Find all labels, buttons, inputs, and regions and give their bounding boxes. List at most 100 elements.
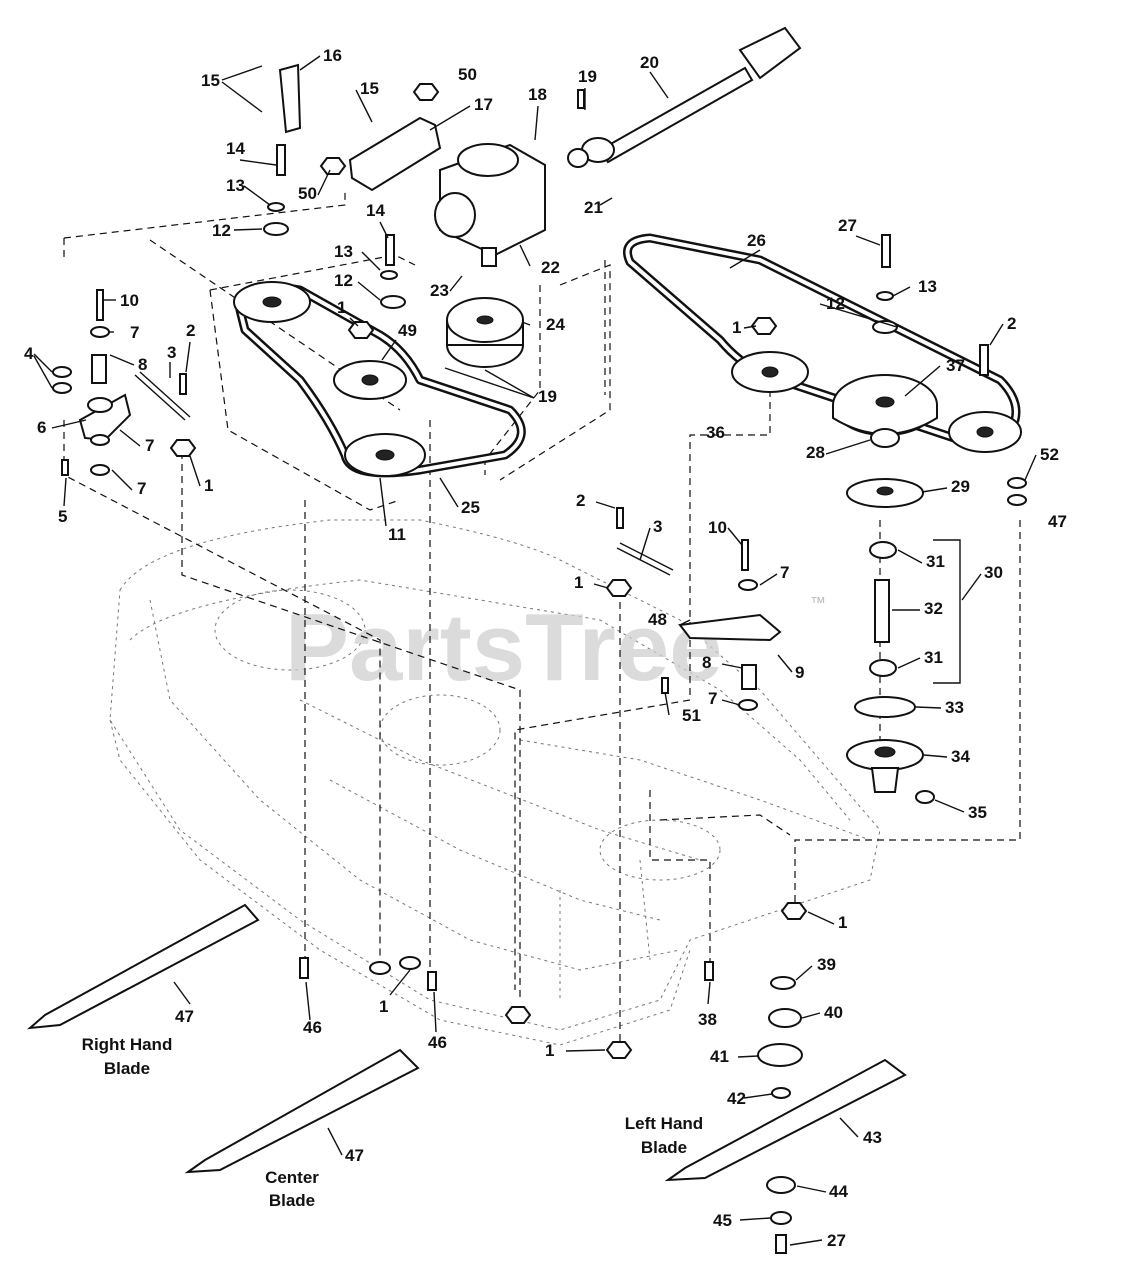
callout-label: 17 (474, 95, 493, 114)
callout-label: 16 (323, 46, 342, 65)
leader-line (707, 981, 711, 1005)
leader-line (109, 354, 135, 366)
callout-label: 51 (682, 706, 701, 725)
callout-label: 7 (780, 563, 789, 582)
callout-label: 12 (334, 271, 353, 290)
leader-line (679, 619, 691, 626)
callout-label: 2 (576, 491, 585, 510)
leader-line (639, 527, 651, 561)
callout-labels: 16 15 15 50 17 18 19 20 14 13 50 21 12 1… (24, 46, 1067, 1250)
watermark-text: PartsTree (285, 594, 723, 701)
callout-label: 45 (713, 1211, 732, 1230)
leader-line (221, 81, 263, 113)
callout-label: 13 (918, 277, 937, 296)
leader-line (51, 419, 87, 429)
callout-label: 32 (924, 599, 943, 618)
leader-line (961, 573, 982, 601)
center-blade (184, 1048, 420, 1174)
callout-label: 7 (130, 323, 139, 342)
leader-line (904, 365, 941, 397)
callout-label: 31 (924, 648, 943, 667)
leader-line (897, 549, 923, 564)
pulley-36 (731, 351, 809, 393)
leader-line (521, 321, 531, 326)
leader-line (361, 251, 381, 271)
callout-label: 3 (653, 517, 662, 536)
callout-label: 1 (838, 913, 847, 932)
leader-line (593, 583, 609, 589)
callout-label: 18 (528, 85, 547, 104)
leader-line (349, 317, 359, 327)
idler-arm-6 (78, 354, 191, 442)
right-hand-blade (26, 903, 260, 1030)
leader-line (484, 369, 535, 399)
leader-line (807, 911, 835, 925)
leader-line (777, 654, 793, 673)
leader-line (796, 1185, 827, 1193)
callout-label: 30 (984, 563, 1003, 582)
leader-line (317, 169, 331, 196)
caption-left-hand-blade-line2: Blade (641, 1138, 687, 1157)
bracket-17 (348, 116, 442, 192)
blade-captions: Right Hand Blade Center Blade Left Hand … (82, 1035, 704, 1210)
leader-line (1024, 454, 1037, 481)
callout-label: 3 (167, 343, 176, 362)
leader-line (299, 55, 321, 71)
pulley-right (948, 411, 1022, 453)
callout-label: 50 (458, 65, 477, 84)
leader-line (389, 969, 411, 996)
leader-line (233, 228, 263, 231)
leader-line (839, 1117, 859, 1138)
callout-label: 19 (578, 67, 597, 86)
leader-line (119, 429, 141, 447)
callout-label: 7 (145, 436, 154, 455)
leader-line (243, 185, 271, 206)
callout-label: 6 (37, 418, 46, 437)
leader-line (173, 981, 191, 1005)
callout-label: 37 (946, 356, 965, 375)
left-hand-blade (664, 1058, 907, 1182)
leader-line (565, 1049, 606, 1052)
leader-line (379, 221, 389, 239)
callout-label: 23 (430, 281, 449, 300)
callout-label: 47 (1048, 512, 1067, 531)
pulley-upper-left (233, 281, 311, 323)
callout-label: 10 (708, 518, 727, 537)
drive-shaft-20 (567, 26, 802, 168)
callout-label: 49 (398, 321, 417, 340)
watermark-trademark: ™ (810, 595, 826, 612)
callout-label: 1 (732, 318, 741, 337)
leader-line (819, 303, 898, 328)
leader-line (801, 1012, 821, 1019)
idler-pulley-49 (333, 360, 407, 400)
leader-line (63, 477, 67, 507)
caption-right-hand-blade-line2: Blade (104, 1059, 150, 1078)
callout-label: 14 (226, 139, 245, 158)
leader-line (239, 159, 277, 166)
callout-label: 1 (574, 573, 583, 592)
caption-left-hand-blade-line1: Left Hand (625, 1114, 703, 1133)
pulley-24 (446, 297, 524, 368)
callout-label: 27 (827, 1231, 846, 1250)
callout-label: 40 (824, 1003, 843, 1022)
callout-label: 1 (379, 997, 388, 1016)
callout-label: 1 (337, 298, 346, 317)
leader-line (649, 71, 669, 99)
callout-label: 15 (201, 71, 220, 90)
leader-line (519, 244, 531, 267)
leader-line (33, 353, 53, 373)
callout-label: 5 (58, 507, 67, 526)
leader-line (444, 367, 535, 399)
leader-line (721, 663, 743, 669)
callout-label: 13 (334, 242, 353, 261)
leader-line (743, 1093, 773, 1099)
callout-label: 42 (727, 1089, 746, 1108)
callout-label: 11 (388, 525, 406, 544)
callout-label: 7 (708, 689, 717, 708)
leader-line (789, 1239, 823, 1246)
leader-line (759, 573, 778, 586)
pulley-37 (832, 374, 938, 436)
leader-line (429, 105, 471, 131)
pulley-11 (344, 433, 426, 477)
